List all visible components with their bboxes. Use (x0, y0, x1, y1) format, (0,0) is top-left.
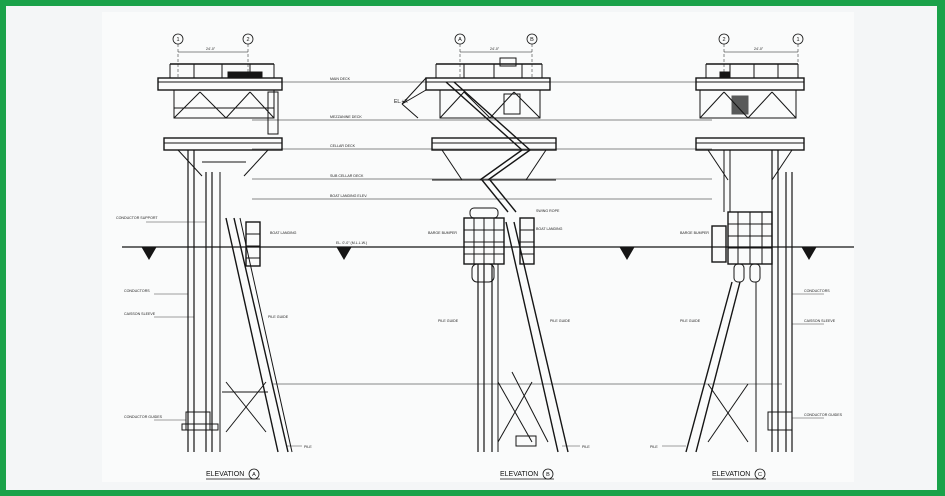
pile-guide-label-b1: PILE GUIDE (438, 319, 459, 323)
elevation-drawing: 1 2 A B 2 1 24'-0" 24'-0" 24'-0" MAIN DE… (116, 33, 854, 480)
leader-lines (146, 221, 824, 447)
grid-bubble-b1 (454, 33, 466, 45)
conductors-label-c: CONDUCTORS (804, 289, 830, 293)
water-elev-label: EL. 0'-0" (M.L.L.W.) (336, 241, 367, 245)
main-deck-label: MAIN DECK (330, 77, 351, 81)
swing-rope-label: SWING ROPE (536, 209, 560, 213)
grid-lines (177, 44, 799, 78)
grid-bubble-b2-label: B (530, 37, 534, 43)
elevation-tag-a: A (252, 472, 256, 478)
elevation-tag-b: B (546, 472, 550, 478)
grid-bubble-a1-label: 1 (176, 37, 179, 43)
mezzanine-deck-label: MEZZANINE DECK (330, 115, 362, 119)
boat-landing-label-a: BOAT LANDING (270, 231, 297, 235)
barge-bumper-label-b: BARGE BUMPER (428, 231, 457, 235)
conductor-support-label: CONDUCTOR SUPPORT (116, 216, 158, 220)
water-line-markers (141, 246, 817, 260)
elevation-a (157, 63, 293, 453)
grid-bubble-c1 (718, 33, 730, 45)
grid-bubble-a2 (242, 33, 254, 45)
pile-label-a: PILE (304, 445, 312, 449)
grid-bubble-c2-label: 1 (796, 37, 799, 43)
pile-guide-label-c: PILE GUIDE (680, 319, 701, 323)
sub-cellar-deck-label: SUB CELLAR DECK (330, 174, 364, 178)
elevation-title-a: ELEVATION (206, 471, 244, 478)
elevation-title-c: ELEVATION (712, 471, 750, 478)
drawing-sheet: 1 2 A B 2 1 24'-0" 24'-0" 24'-0" MAIN DE… (102, 12, 854, 482)
elevation-title-b: ELEVATION (500, 471, 538, 478)
conductors-label: CONDUCTORS (124, 289, 150, 293)
grid-bubble-c1-label: 2 (722, 37, 725, 43)
dimension-c: 24'-0" (754, 47, 764, 51)
grid-bubble-a1 (172, 33, 184, 45)
boat-landing-elev-label: BOAT LANDING ELEV. (330, 194, 367, 198)
pile-label-c: PILE (650, 445, 658, 449)
conductor-guides-label-c: CONDUCTOR GUIDES (804, 413, 843, 417)
caisson-sleeve-label: CAISSON SLEEVE (124, 312, 156, 316)
grid-bubble-c2 (792, 33, 804, 45)
grid-bubbles: 1 2 A B 2 1 (172, 33, 804, 45)
elevation-c (685, 63, 805, 453)
border-frame: 1 2 A B 2 1 24'-0" 24'-0" 24'-0" MAIN DE… (4, 4, 939, 492)
dimension-a: 24'-0" (206, 47, 216, 51)
caisson-sleeve-label-c: CAISSON SLEEVE (804, 319, 836, 323)
grid-bubble-a2-label: 2 (246, 37, 249, 43)
pile-guide-label-b2: PILE GUIDE (550, 319, 571, 323)
pile-label-b: PILE (582, 445, 590, 449)
cellar-deck-label: CELLAR DECK (330, 144, 356, 148)
elevation-marker: EL.+X (394, 99, 408, 105)
dimension-b: 24'-0" (490, 47, 500, 51)
barge-bumper-label-c: BARGE BUMPER (680, 231, 709, 235)
conductor-guides-label: CONDUCTOR GUIDES (124, 415, 163, 419)
elevation-tag-c: C (758, 472, 762, 478)
pile-guide-label-a: PILE GUIDE (268, 315, 289, 319)
grid-bubble-b1-label: A (458, 37, 462, 43)
elevation-b (401, 57, 569, 453)
grid-bubble-b2 (526, 33, 538, 45)
boat-landing-label-b: BOAT LANDING (536, 227, 563, 231)
